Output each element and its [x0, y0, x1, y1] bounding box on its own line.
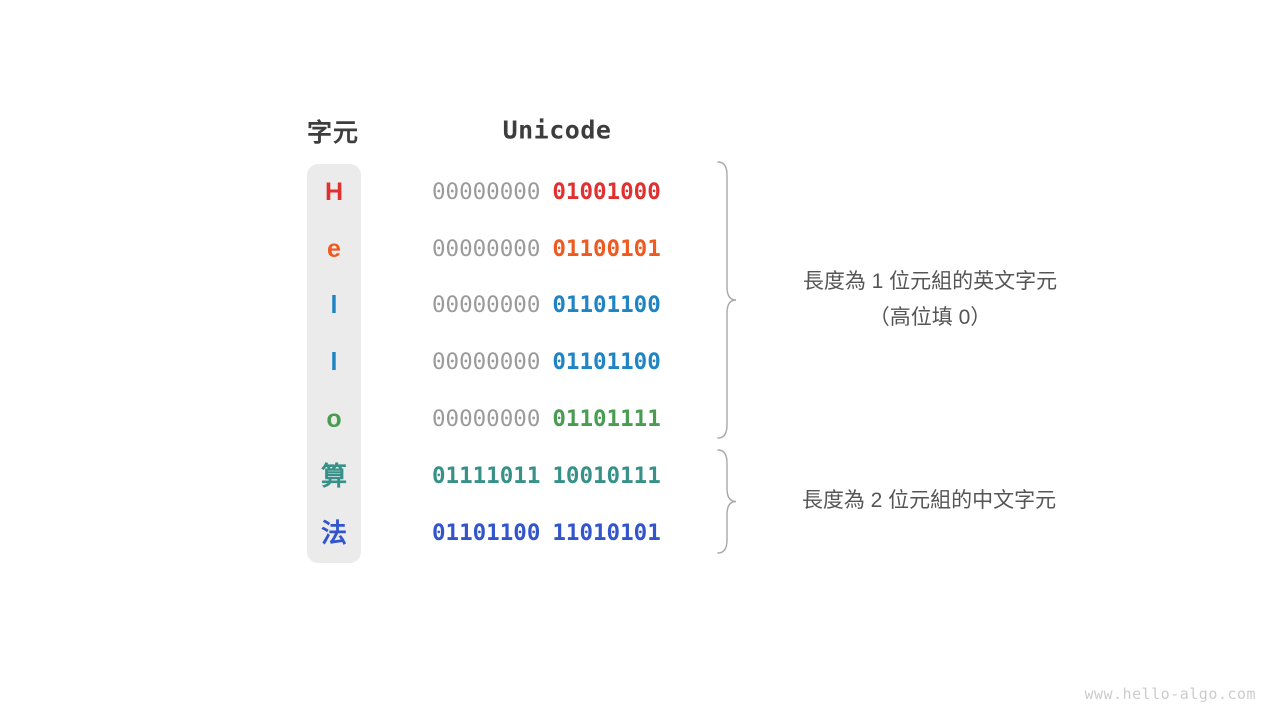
group-annotation-main: 長度為 1 位元組的英文字元 — [802, 270, 1058, 293]
group-brace — [717, 449, 737, 554]
unicode-low-byte: 01001000 — [552, 179, 661, 205]
unicode-low-byte: 10010111 — [552, 463, 661, 489]
group-annotation-sub: （高位填 0） — [868, 306, 992, 329]
unicode-binary-row: 00000000 01101100 — [432, 288, 661, 322]
unicode-high-byte: 00000000 — [432, 349, 541, 375]
unicode-high-byte: 00000000 — [432, 292, 541, 318]
character-glyph: l — [330, 291, 338, 319]
unicode-high-byte: 01111011 — [432, 463, 541, 489]
unicode-binary-row: 00000000 01101111 — [432, 402, 661, 436]
unicode-high-byte: 00000000 — [432, 236, 541, 262]
unicode-low-byte: 01100101 — [552, 236, 661, 262]
unicode-low-byte: 01101100 — [552, 349, 661, 375]
column-header-character: 字元 — [306, 119, 360, 147]
unicode-binary-row: 00000000 01001000 — [432, 175, 661, 209]
group-brace — [717, 161, 737, 439]
unicode-low-byte: 01101100 — [552, 292, 661, 318]
watermark: www.hello-algo.com — [1084, 685, 1256, 703]
column-header-unicode: Unicode — [502, 115, 612, 145]
group-annotation: 長度為 2 位元組的中文字元 — [802, 483, 1056, 519]
unicode-high-byte: 00000000 — [432, 179, 541, 205]
unicode-binary-row: 00000000 01100101 — [432, 232, 661, 266]
unicode-low-byte: 01101111 — [552, 406, 661, 432]
character-glyph: 算 — [320, 461, 347, 491]
character-glyph: 法 — [320, 518, 347, 548]
unicode-high-byte: 01101100 — [432, 520, 541, 546]
unicode-low-byte: 11010101 — [552, 520, 661, 546]
group-annotation: 長度為 1 位元組的英文字元 （高位填 0） — [803, 264, 1057, 336]
character-glyph: H — [324, 178, 344, 206]
character-glyph: e — [327, 235, 341, 263]
character-glyph: o — [326, 405, 342, 433]
unicode-binary-row: 00000000 01101100 — [432, 345, 661, 379]
group-annotation-main: 長度為 2 位元組的中文字元 — [801, 489, 1057, 512]
character-column-background — [307, 164, 361, 563]
unicode-high-byte: 00000000 — [432, 406, 541, 432]
unicode-binary-row: 01111011 10010111 — [432, 459, 661, 493]
unicode-binary-row: 01101100 11010101 — [432, 516, 661, 550]
character-glyph: l — [330, 348, 338, 376]
